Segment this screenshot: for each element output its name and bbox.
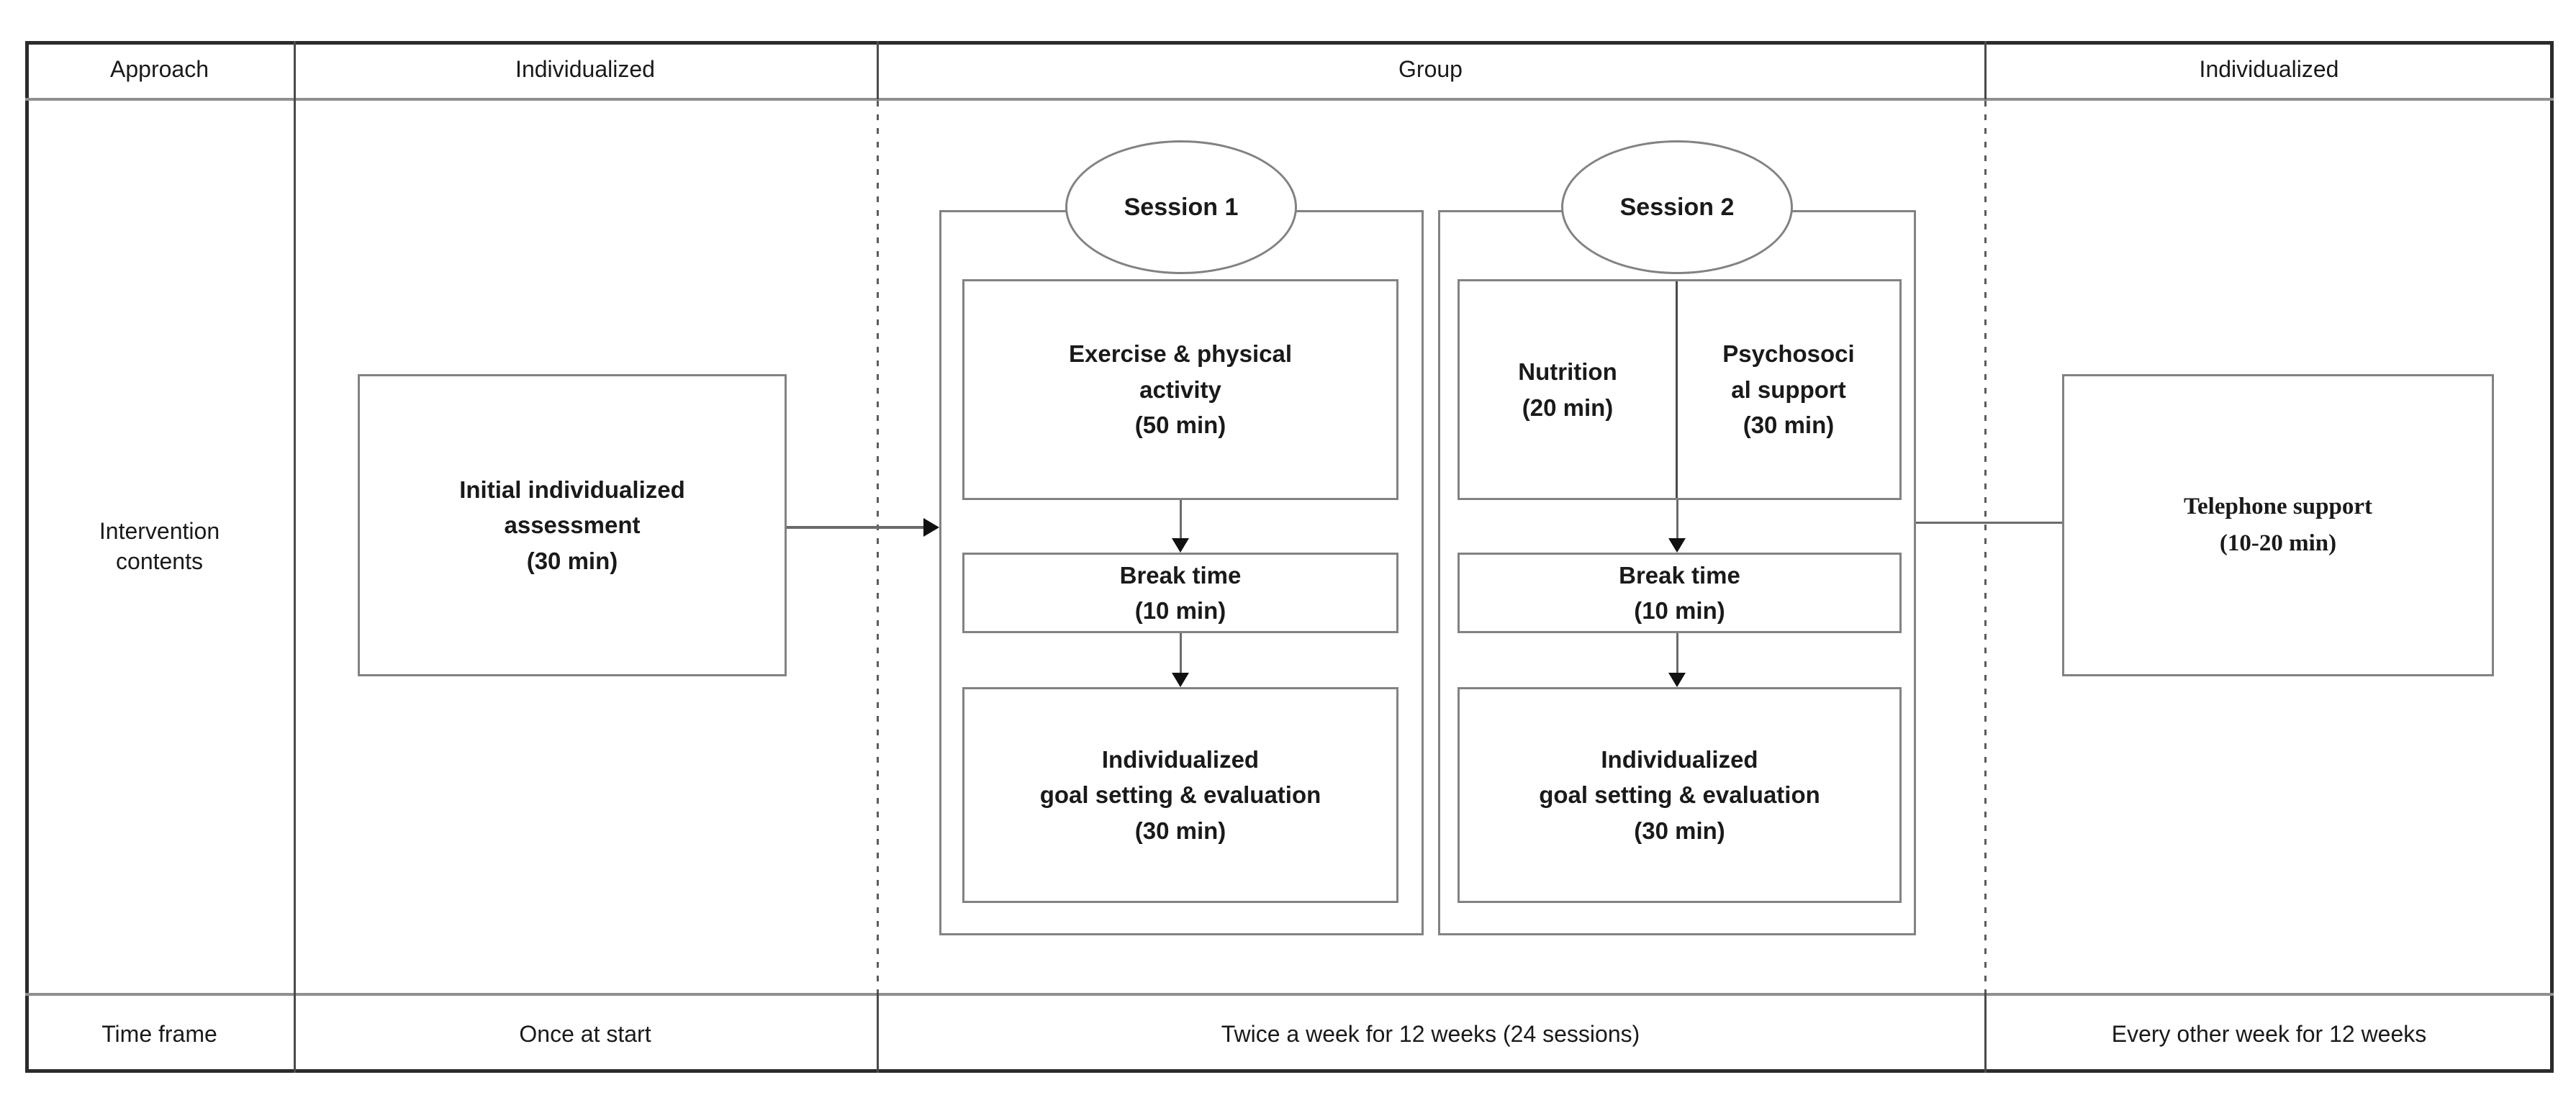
session2-arrow1-head-icon <box>1668 538 1686 553</box>
session1-arrow1-line <box>1180 500 1182 540</box>
column-divider-2-footer <box>877 993 879 1073</box>
table-frame <box>25 41 2554 1073</box>
session2-arrow2-line <box>1676 633 1678 674</box>
session2-ellipse: Session 2 <box>1561 140 1793 274</box>
column-divider-3-footer <box>1984 993 1987 1073</box>
header-individualized-left: Individualized <box>515 56 655 83</box>
session1-arrow2-line <box>1180 633 1182 674</box>
session2-arrow1-line <box>1676 500 1678 540</box>
session1-exercise-box: Exercise & physical activity (50 min) <box>962 279 1398 500</box>
header-approach: Approach <box>110 56 209 83</box>
session2-break-box: Break time (10 min) <box>1458 553 1902 633</box>
timeframe-twice-a-week: Twice a week for 12 weeks (24 sessions) <box>1221 1020 1640 1047</box>
column-divider-left <box>294 41 296 1073</box>
session2-goal-box: Individualized goal setting & evaluation… <box>1458 687 1902 903</box>
arrow-assessment-to-session1-line <box>787 526 925 529</box>
initial-assessment-box: Initial individualized assessment (30 mi… <box>358 374 787 676</box>
session1-ellipse: Session 1 <box>1065 140 1297 274</box>
timeframe-row-separator <box>25 993 2554 996</box>
session2-arrow2-head-icon <box>1668 673 1686 687</box>
column-divider-2-header <box>877 41 879 99</box>
timeframe-every-other-week: Every other week for 12 weeks <box>2111 1020 2427 1047</box>
session2-nutrition-cell: Nutrition (20 min) <box>1460 281 1678 498</box>
column-divider-3-dashed <box>1984 101 1987 993</box>
column-divider-2-dashed <box>877 101 879 993</box>
header-group: Group <box>1398 56 1463 83</box>
telephone-support-box: Telephone support (10-20 min) <box>2062 374 2494 676</box>
session1-break-box: Break time (10 min) <box>962 553 1398 633</box>
session1-arrow1-head-icon <box>1172 538 1189 553</box>
session2-split-box: Nutrition (20 min) Psychosoci al support… <box>1458 279 1902 500</box>
header-row-separator <box>25 98 2554 101</box>
arrow-assessment-to-session1-head-icon <box>923 518 939 537</box>
session1-goal-box: Individualized goal setting & evaluation… <box>962 687 1398 903</box>
column-divider-3-header <box>1984 41 1987 99</box>
timeframe-once-at-start: Once at start <box>519 1020 651 1047</box>
session1-arrow2-head-icon <box>1172 673 1189 687</box>
connector-session2-to-telephone-line <box>1916 522 2062 524</box>
row-label-intervention-contents: Intervention contents <box>99 518 220 574</box>
row-label-time-frame: Time frame <box>101 1020 217 1047</box>
session2-psychosocial-cell: Psychosoci al support (30 min) <box>1722 340 1855 439</box>
header-individualized-right: Individualized <box>2199 56 2339 83</box>
